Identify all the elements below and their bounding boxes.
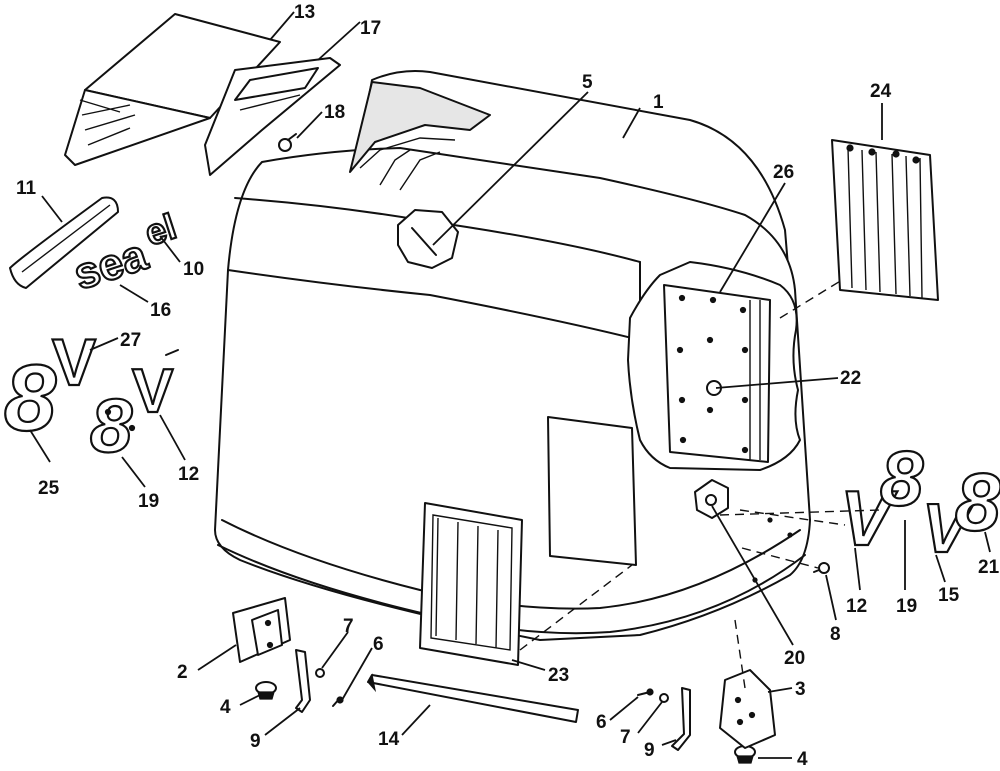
part-latch-right: [719, 669, 776, 749]
emblem-eight-small: 8: [89, 383, 136, 470]
callout-1: 1: [653, 92, 664, 113]
part-screw-18: [278, 133, 297, 152]
callout-11: 11: [16, 178, 37, 199]
callout-17: 17: [360, 18, 381, 39]
callout-7-right: 7: [620, 727, 631, 748]
callout-5: 5: [582, 72, 593, 93]
callout-13: 13: [294, 2, 315, 23]
part-grille-front: [419, 502, 523, 666]
callout-3: 3: [795, 679, 806, 700]
svg-text:V: V: [840, 474, 898, 562]
part-screw-washer-right: [637, 688, 669, 703]
callout-26: 26: [773, 162, 794, 183]
callout-8: 8: [830, 624, 841, 645]
callout-10: 10: [183, 259, 204, 280]
callout-25: 25: [38, 478, 60, 499]
part-latch-left: [232, 597, 291, 663]
callout-4-right: 4: [797, 749, 808, 770]
part-lower-trim: [367, 673, 579, 723]
callout-18: 18: [324, 102, 345, 123]
leader-lines: [29, 11, 991, 759]
callout-20: 20: [784, 648, 805, 669]
callout-12-right: 12: [846, 596, 867, 617]
decal-el-script: el: [140, 205, 181, 253]
part-grille-right: [831, 139, 939, 301]
engine-cowl: [214, 70, 811, 641]
callout-12-left: 12: [178, 464, 199, 485]
part-grommet-left: [255, 681, 277, 700]
callout-6-left: 6: [373, 634, 384, 655]
callout-21: 21: [978, 557, 1000, 578]
part-bracket-right: [671, 687, 691, 751]
callout-14: 14: [378, 729, 400, 750]
svg-text:V: V: [132, 357, 173, 426]
part-bracket-left: [295, 649, 311, 713]
callout-6-right: 6: [596, 712, 607, 733]
callout-9-left: 9: [250, 731, 261, 752]
callout-19-right: 19: [896, 596, 917, 617]
svg-text:V: V: [922, 489, 974, 567]
callout-27: 27: [120, 330, 141, 351]
emblem-v8-right: V 8: [839, 433, 925, 563]
decal-v-left: V: [52, 325, 96, 399]
emblem-v8-far: V 8: [921, 456, 1000, 568]
decal-eight-left: 8: [4, 345, 57, 450]
svg-text:8: 8: [880, 434, 924, 522]
callout-15: 15: [938, 585, 960, 606]
part-intake-trim: [204, 57, 341, 176]
callout-7-left: 7: [343, 616, 354, 637]
svg-text:8: 8: [90, 384, 133, 469]
svg-text:8: 8: [955, 457, 1000, 548]
callout-4-left: 4: [220, 697, 231, 718]
callout-16: 16: [150, 300, 171, 321]
callout-numbers: 1 5 13 17 18 11 10 16 27 25 19 12 24 26 …: [16, 2, 1000, 770]
callout-19-left: 19: [138, 491, 159, 512]
callout-9-right: 9: [644, 740, 655, 761]
part-screw-8: [813, 562, 830, 574]
callout-2: 2: [177, 662, 188, 683]
callout-24: 24: [870, 81, 892, 102]
part-screw-washer-left: [315, 668, 344, 707]
assembly-lines: [519, 279, 881, 689]
callout-23: 23: [548, 665, 569, 686]
emblem-v-small: V: [131, 349, 179, 427]
part-trim-strip: [9, 196, 119, 289]
callout-22: 22: [840, 368, 861, 389]
